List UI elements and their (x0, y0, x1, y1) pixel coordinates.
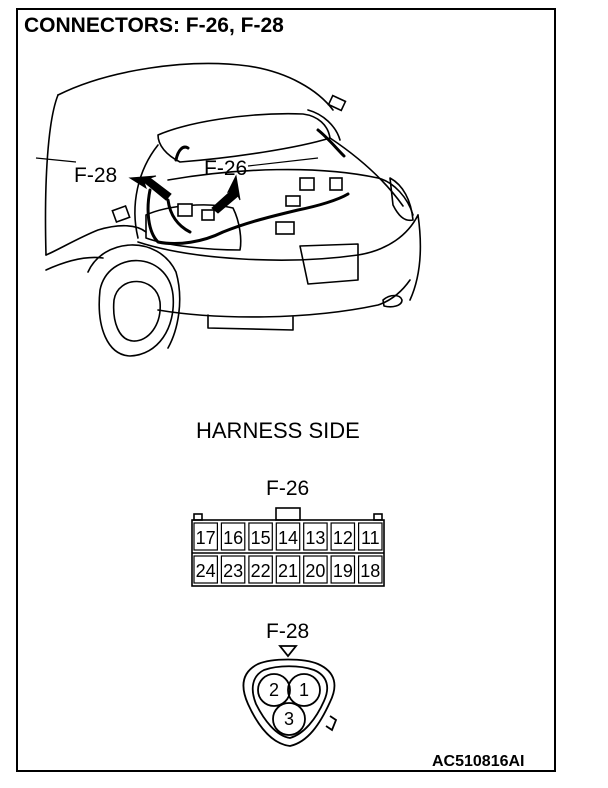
f26-pin-cell (330, 522, 356, 551)
f26-pin-15: 15 (251, 528, 271, 548)
connector-f28-label: F-28 (266, 620, 310, 643)
f26-pin-cell (358, 555, 383, 584)
f26-pin-16: 16 (223, 528, 243, 548)
f26-pin-21: 21 (278, 561, 298, 581)
f26-pin-22: 22 (251, 561, 271, 581)
f26-pin-18: 18 (360, 561, 380, 581)
f26-pin-cell (220, 555, 246, 584)
key-marker-icon (278, 645, 298, 658)
harness-side-label: HARNESS SIDE (196, 418, 360, 443)
f26-pin-cell (248, 522, 273, 551)
connector-f26-label: F-26 (266, 477, 310, 500)
f26-pin-cell (330, 555, 356, 584)
f26-pin-cell (248, 555, 273, 584)
f26-pin-14: 14 (278, 528, 298, 548)
connector-f28: 2 1 3 (242, 645, 338, 747)
f28-pin-1: 1 (299, 680, 309, 700)
diagram-code: AC510816AI (432, 753, 525, 770)
callout-f28: F-28 (74, 164, 118, 187)
f26-pin-13: 13 (305, 528, 325, 548)
diagram-frame: CONNECTORS: F-26, F-28 (16, 8, 556, 772)
f26-pin-cell (220, 522, 246, 551)
f26-pin-24: 24 (196, 561, 216, 581)
f26-pin-cell (193, 522, 218, 551)
f26-pin-cell (275, 522, 301, 551)
f26-pin-19: 19 (333, 561, 353, 581)
f26-pin-cell (303, 555, 328, 584)
f26-pin-23: 23 (223, 561, 243, 581)
f26-pin-11: 11 (361, 528, 380, 548)
f26-pin-cell (358, 522, 383, 551)
f26-pin-cell (275, 555, 301, 584)
f26-pin-17: 17 (196, 528, 216, 548)
callout-f26: F-26 (204, 157, 248, 180)
f26-pin-12: 12 (333, 528, 353, 548)
f28-pin-2: 2 (269, 680, 279, 700)
f28-pin-3: 3 (284, 709, 294, 729)
f26-pin-20: 20 (305, 561, 325, 581)
connector-f26: 17 16 15 14 13 12 11 24 23 22 21 20 19 18 (191, 507, 385, 587)
f26-pin-cell (303, 522, 328, 551)
diagram-title: CONNECTORS: F-26, F-28 (24, 14, 284, 37)
f26-pin-cell (193, 555, 218, 584)
car-rear-illustration (35, 62, 422, 357)
